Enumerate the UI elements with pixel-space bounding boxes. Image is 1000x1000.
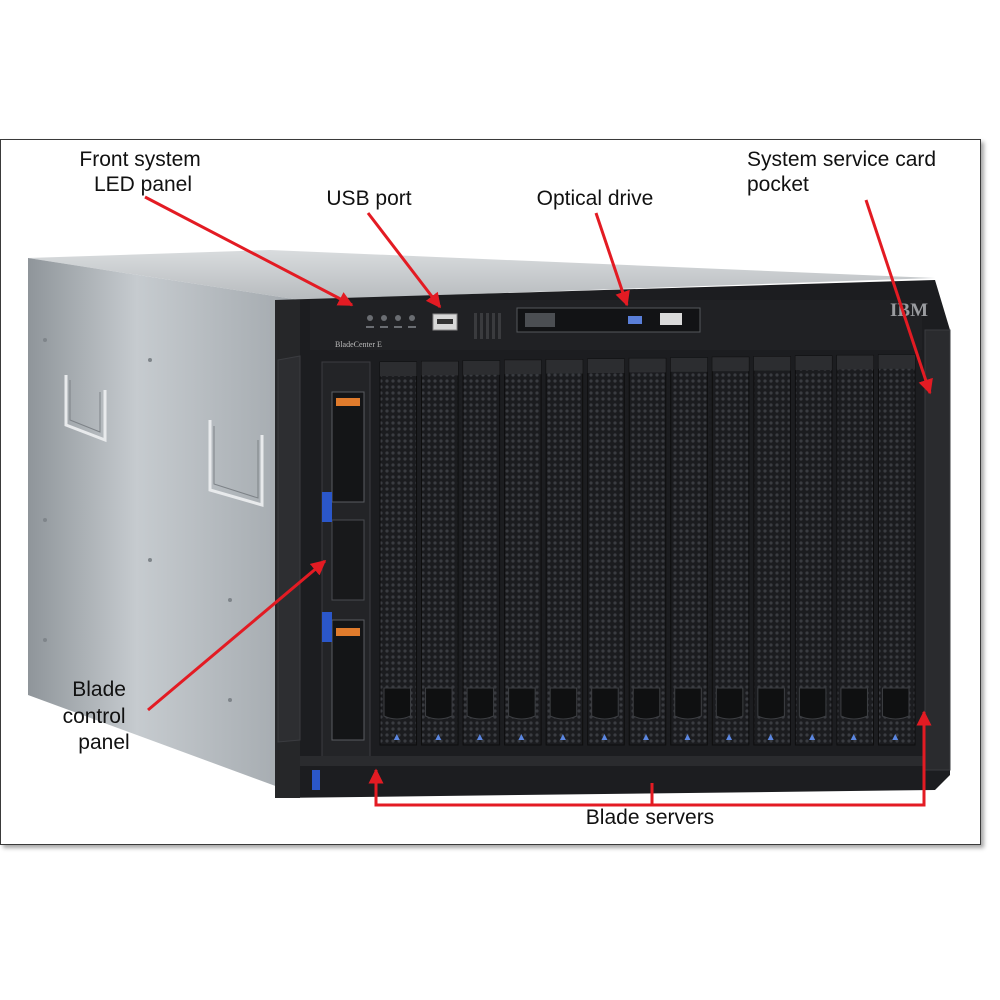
bracket-blade-servers (368, 710, 932, 807)
label-blade-servers: Blade servers (586, 806, 714, 829)
blade-bay (587, 358, 625, 746)
blade-bay (421, 360, 459, 746)
arrow-service-card-pocket (864, 199, 933, 395)
blade-bay (711, 356, 750, 746)
label-optical-drive: Optical drive (537, 187, 654, 210)
label-blade-control-panel: Blade control panel (63, 678, 132, 754)
blade-bay (545, 359, 584, 746)
front-vent (474, 313, 501, 339)
chassis-top (28, 250, 935, 300)
blade-bay (379, 361, 418, 746)
blade-control-panel (321, 361, 371, 763)
label-service-card-pocket: System service card pocket (747, 148, 942, 196)
label-usb-port: USB port (326, 187, 411, 210)
label-front-led-panel: Front system LED panel (79, 148, 206, 196)
blade-bay (462, 360, 501, 746)
front-led-panel (366, 315, 416, 328)
blade-bay (836, 354, 874, 746)
arrow-usb-port (366, 212, 442, 309)
blade-bay (794, 355, 833, 746)
blade-bay (670, 357, 708, 746)
blade-servers (379, 354, 916, 746)
blade-bay (504, 359, 542, 746)
side-handle-upper (64, 375, 264, 507)
optical-drive (516, 307, 701, 333)
bezel-handle-left (277, 355, 301, 743)
arrow-blade-control-panel (147, 559, 327, 712)
blade-bay (753, 356, 791, 746)
blade-bay (877, 354, 916, 746)
usb-port (432, 313, 458, 331)
arrow-front-led-panel (144, 195, 354, 307)
blade-bay (628, 357, 667, 746)
bezel-handle-right (924, 329, 951, 771)
brand-logo: IBM (890, 300, 928, 321)
chassis-side (28, 258, 300, 795)
model-label: BladeCenter E (335, 340, 382, 349)
arrow-optical-drive (594, 212, 630, 307)
